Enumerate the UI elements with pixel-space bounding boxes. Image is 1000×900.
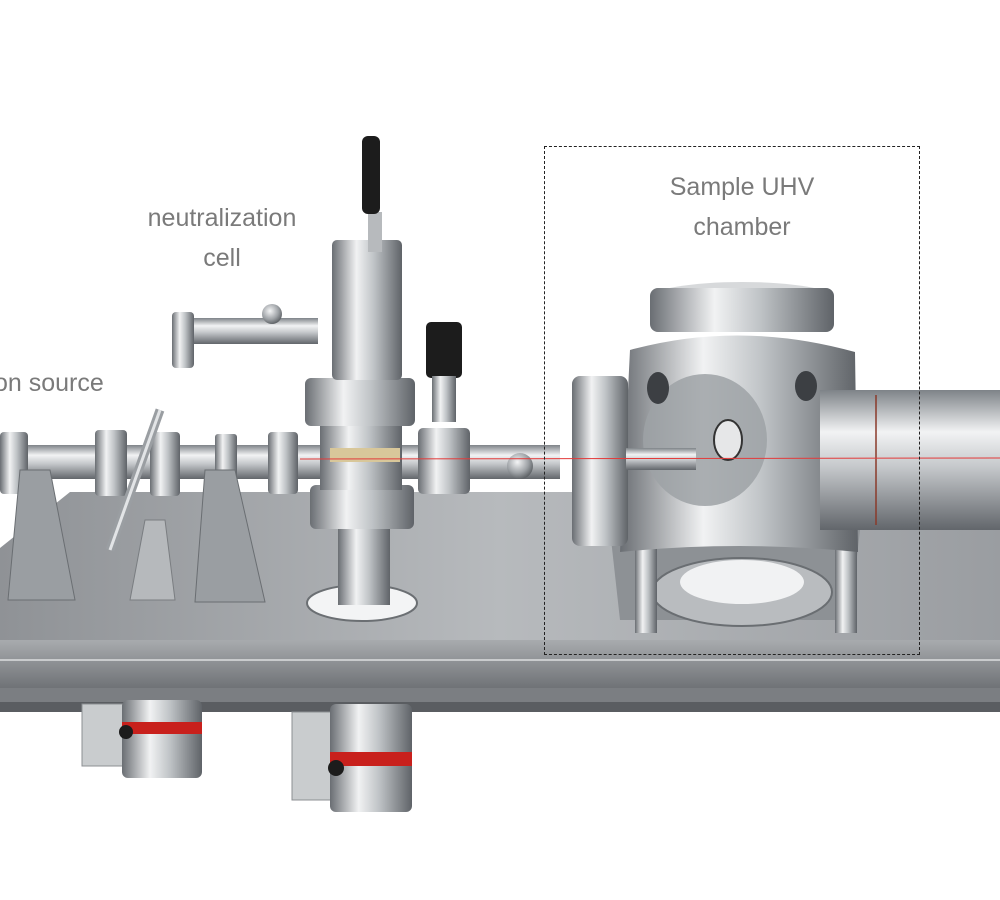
neutralization-cell-label-line-1: neutralization [147, 204, 297, 232]
knob-icon [119, 725, 133, 739]
laser-beam [299, 457, 1000, 460]
pump-icon [122, 722, 202, 734]
sample-chamber-highlight-box [544, 146, 920, 655]
sample-chamber-label-line-2: chamber [693, 213, 791, 241]
neutralization-cell-label: neutralization cell [122, 198, 322, 278]
sample-chamber-label: Sample UHV chamber [632, 167, 852, 247]
neutralization-cell-label-line-2: cell [203, 244, 241, 272]
sample-chamber-label-line-1: Sample UHV [669, 173, 815, 201]
ion-source-label: on source [0, 363, 104, 403]
neutralization-cell [172, 136, 415, 605]
beamline-pipe [0, 428, 560, 496]
side-valve [105, 408, 165, 552]
sample-uhv-chamber [572, 282, 1000, 633]
pump-left [81, 700, 202, 778]
valve-knob [426, 322, 462, 422]
pump-right [291, 704, 412, 812]
ion-source-label-text: on source [0, 369, 104, 397]
pipe-supports [7, 469, 266, 603]
